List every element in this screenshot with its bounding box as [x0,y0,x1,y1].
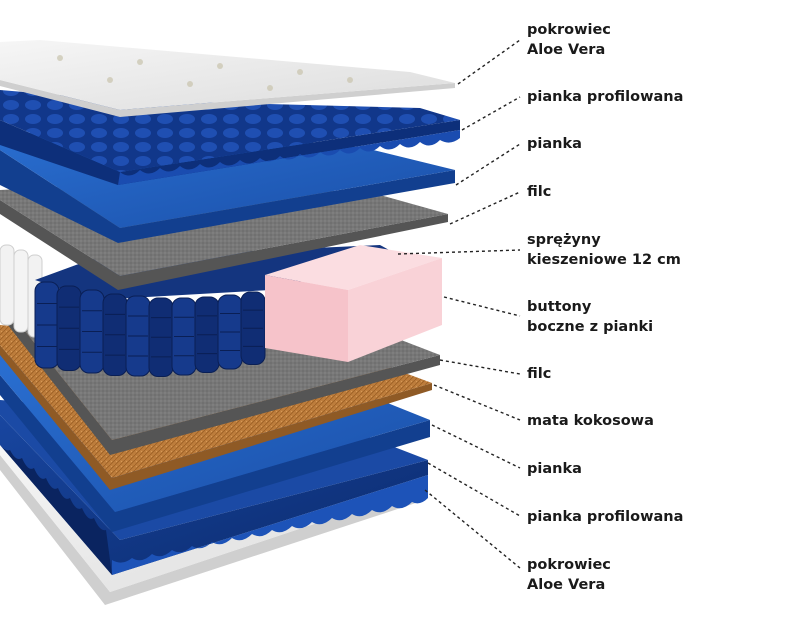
label-cover-bottom-line2: Aloe Vera [527,577,606,593]
springs-white-row [0,244,43,338]
label-cover-top: pokrowiec Aloe Vera [527,20,611,60]
leader-lines [397,39,521,569]
label-cover-top-line1: pokrowiec [527,22,611,38]
leader-foam-top [455,143,521,186]
leader-side-foam-buttons [443,296,521,317]
label-side-foam-buttons-line2: boczne z pianki [527,319,654,335]
leader-felt-top [449,191,521,225]
leader-cover-top [457,39,521,85]
leader-profiled-foam-top [461,96,521,131]
label-profiled-foam-top-line1: pianka profilowana [527,89,684,105]
side-foam-button [265,245,442,362]
label-coconut-mat-line1: mata kokosowa [527,413,654,429]
label-coconut-mat: mata kokosowa [527,411,654,431]
label-side-foam-buttons: buttony boczne z pianki [527,297,653,337]
label-profiled-foam-bottom-line1: pianka profilowana [527,509,684,525]
label-pocket-springs-line2: kieszeniowe 12 cm [527,252,681,268]
leader-coconut-mat [433,384,521,421]
leader-profiled-foam-bottom [427,462,521,517]
label-foam-bottom: pianka [527,459,582,479]
leader-foam-bottom [431,424,521,469]
springs-front-row [34,281,266,377]
label-felt-bottom: filc [527,364,551,384]
label-cover-bottom-line1: pokrowiec [527,557,611,573]
label-foam-top-line1: pianka [527,136,582,152]
label-pocket-springs-line1: sprężyny [527,232,601,248]
cover-top-layer [0,40,455,117]
label-felt-bottom-line1: filc [527,366,552,382]
pocket-springs-layer [0,244,398,377]
label-profiled-foam-top: pianka profilowana [527,87,683,107]
label-profiled-foam-bottom: pianka profilowana [527,507,683,527]
label-foam-bottom-line1: pianka [527,461,582,477]
leader-cover-bottom [424,489,521,569]
label-pocket-springs: sprężyny kieszeniowe 12 cm [527,230,681,270]
label-foam-top: pianka [527,134,582,154]
label-felt-top: filc [527,182,551,202]
label-cover-bottom: pokrowiec Aloe Vera [527,555,611,595]
label-side-foam-buttons-line1: buttony [527,299,592,315]
leader-pocket-springs [397,249,521,255]
label-felt-top-line1: filc [527,184,552,200]
leader-felt-bottom [439,359,521,375]
label-cover-top-line2: Aloe Vera [527,42,606,58]
